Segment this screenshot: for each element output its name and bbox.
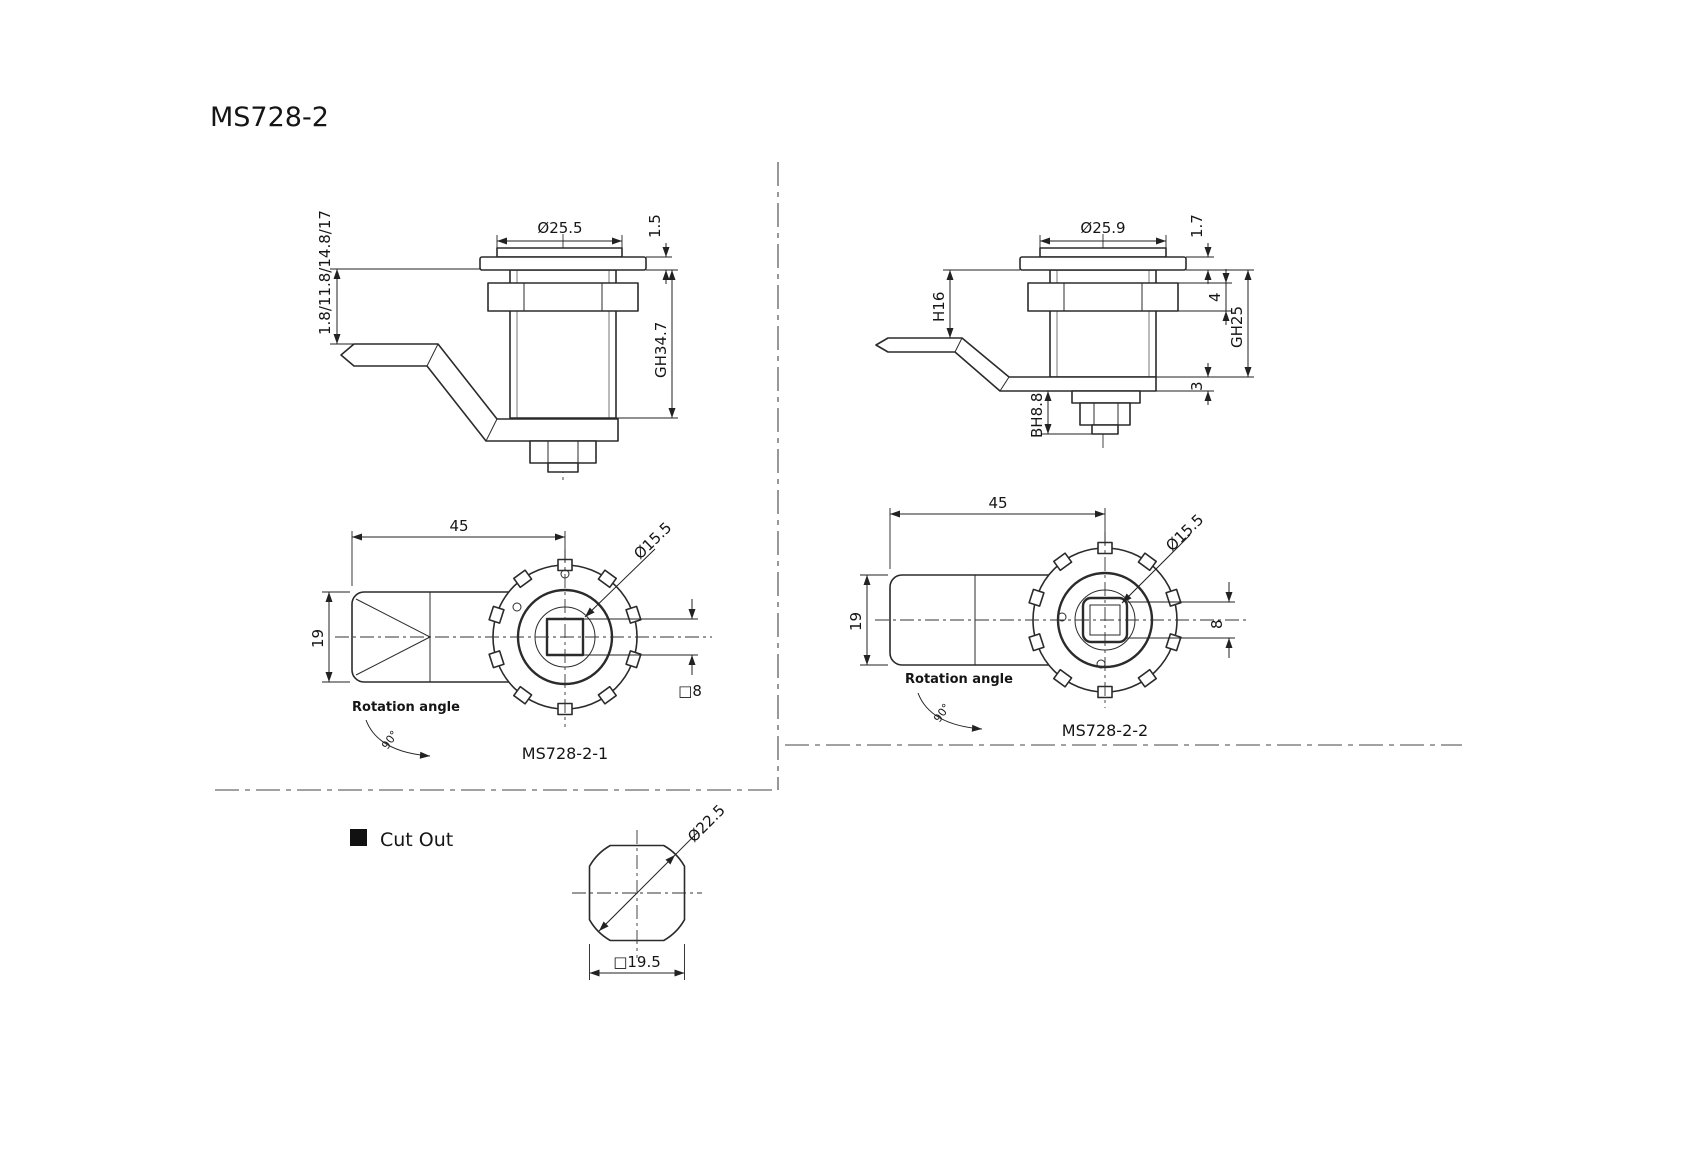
rotation-annotation: Rotation angle 90° xyxy=(352,700,460,759)
variant2-front-view: Ø25.9 1.7 4 GH25 H16 xyxy=(875,214,1254,452)
dim-boss-diameter-label: Ø15.5 xyxy=(1162,511,1207,555)
dim-square-size-label: □8 xyxy=(678,682,702,700)
dim-hole-diameter-label: Ø22.5 xyxy=(684,801,729,846)
rotation-degrees-label: 90° xyxy=(379,728,401,751)
dimension-square-size: 8 xyxy=(1127,582,1235,658)
dimension-flange-thickness: 1.7 xyxy=(1186,214,1254,284)
dimension-arm-width: 19 xyxy=(847,574,888,666)
variant1-top-view: 45 19 Ø15.5 □8 Rotation angle 90° MS728-… xyxy=(309,517,712,763)
page-title: MS728-2 xyxy=(210,102,329,133)
rotation-arrow xyxy=(365,719,431,759)
hex-nut xyxy=(487,282,639,312)
cam-arm xyxy=(875,337,1157,392)
dim-hole-square-label: □19.5 xyxy=(613,953,661,971)
dim-square-size-label: 8 xyxy=(1208,619,1226,629)
dimension-arm-width: 19 xyxy=(309,591,350,683)
hex-nut xyxy=(1027,282,1179,312)
bottom-nut-stack xyxy=(1071,390,1141,435)
head-cap xyxy=(1039,247,1167,258)
flange xyxy=(479,256,647,271)
dim-arm-length-label: 45 xyxy=(449,517,468,535)
dimension-grip-height: GH34.7 xyxy=(616,270,678,419)
dim-flange-thickness-label: 1.5 xyxy=(646,214,664,238)
variant2-name-label: MS728-2-2 xyxy=(1062,721,1148,740)
rotation-angle-label: Rotation angle xyxy=(905,672,1013,687)
dimension-cam-gap: 3 xyxy=(1156,363,1214,405)
bottom-nut-stack xyxy=(529,440,597,473)
flange xyxy=(1019,256,1187,271)
variant1-name-label: MS728-2-1 xyxy=(522,744,608,763)
dimension-nut-height: 4 xyxy=(1178,269,1232,325)
variant1-front-view: Ø25.5 1.5 GH34.7 1.8/11.8/14.8/17 xyxy=(316,210,678,484)
dimension-base-height: BH8.8 xyxy=(1028,391,1092,438)
dim-base-height-label: BH8.8 xyxy=(1028,393,1046,438)
pin-hole xyxy=(512,602,522,612)
cutout-swatch-icon xyxy=(350,829,367,846)
dim-cam-gap-label: 3 xyxy=(1188,381,1206,391)
dim-grip-height-label: GH25 xyxy=(1228,306,1246,348)
rotation-annotation: Rotation angle 90° xyxy=(905,672,1013,732)
rotation-angle-label: Rotation angle xyxy=(352,700,460,715)
dimension-arm-length: 45 xyxy=(351,517,566,586)
dimension-square-size: □8 xyxy=(583,599,702,700)
dimension-hole-square: □19.5 xyxy=(589,944,685,980)
cutout-section: Cut Out Ø22.5 □19.5 xyxy=(350,801,729,980)
rotation-arrow xyxy=(917,692,983,732)
dimension-head-diameter: Ø25.5 xyxy=(496,219,623,248)
rotation-degrees-label: 90° xyxy=(931,701,953,724)
dim-head-height-label: H16 xyxy=(930,292,948,322)
dim-grip-range-label: 1.8/11.8/14.8/17 xyxy=(316,210,334,335)
cam-arm xyxy=(340,343,619,442)
cutout-label: Cut Out xyxy=(380,829,453,851)
dim-head-diameter-label: Ø25.5 xyxy=(537,219,582,237)
dim-boss-diameter-label: Ø15.5 xyxy=(630,519,675,563)
pin-hole xyxy=(1057,612,1067,622)
phantom-boundary-lines xyxy=(215,162,1462,791)
dim-arm-length-label: 45 xyxy=(988,494,1007,512)
dimension-head-diameter: Ø25.9 xyxy=(1039,219,1167,248)
variant2-top-view: 45 19 Ø15.5 8 Rotation angle 90° MS728-2… xyxy=(847,494,1250,740)
dim-grip-height-label: GH34.7 xyxy=(652,322,670,378)
dim-head-diameter-label: Ø25.9 xyxy=(1080,219,1125,237)
head-cap xyxy=(496,247,623,258)
dimension-flange-thickness: 1.5 xyxy=(646,214,678,284)
dimension-head-height: H16 xyxy=(930,269,1020,338)
dim-arm-width-label: 19 xyxy=(309,629,327,648)
dim-arm-width-label: 19 xyxy=(847,612,865,631)
dimension-grip-range: 1.8/11.8/14.8/17 xyxy=(316,210,480,345)
dim-nut-height-label: 4 xyxy=(1206,292,1224,302)
dimension-arm-length: 45 xyxy=(889,494,1106,569)
dimension-grip-height: GH25 xyxy=(1156,270,1254,378)
dim-flange-thickness-label: 1.7 xyxy=(1188,214,1206,238)
